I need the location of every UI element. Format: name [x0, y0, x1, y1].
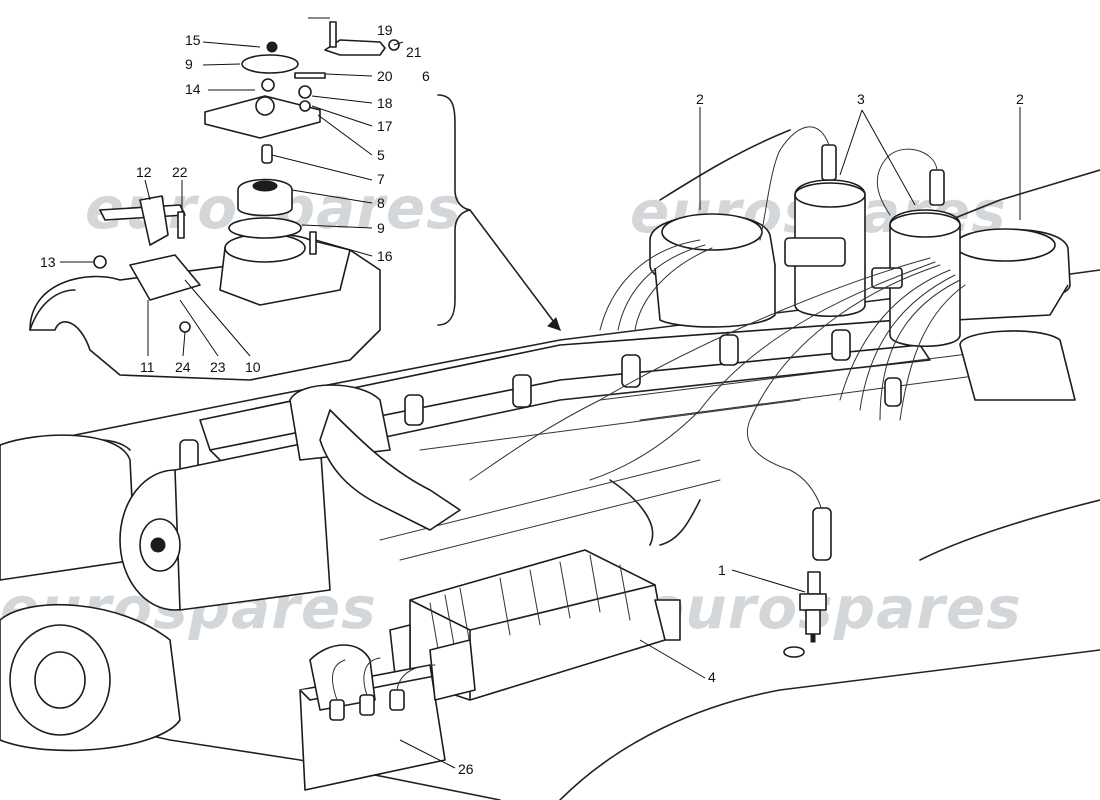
- callout-17: 16: [377, 248, 393, 264]
- callout-2-left: 2: [696, 91, 704, 107]
- alternator-assembly: [0, 384, 461, 752]
- callout-20: 19: [377, 22, 393, 38]
- callout-8: 8: [377, 195, 385, 211]
- callout-26: 26: [458, 761, 474, 777]
- callout-25: 24: [175, 359, 191, 375]
- callout-23: 22: [172, 164, 188, 180]
- callout-6: 6: [422, 68, 430, 84]
- callout-4: 4: [708, 669, 716, 685]
- callout-10: 9: [185, 56, 193, 72]
- callout-1: 1: [718, 562, 726, 578]
- spark-plug: [783, 507, 832, 658]
- callout-15: 14: [185, 81, 201, 97]
- watermark-bottom-right: eurospares: [645, 574, 1022, 642]
- callout-2-right: 2: [1016, 91, 1024, 107]
- ht-leads: [469, 126, 966, 521]
- callout-18: 17: [377, 118, 393, 134]
- callout-14: 13: [40, 254, 56, 270]
- callout-11: 10: [245, 359, 261, 375]
- callout-7: 7: [377, 171, 385, 187]
- leader-lines: [60, 17, 1021, 769]
- exploded-distributor-drive: [29, 21, 400, 381]
- callout-5: 5: [377, 147, 385, 163]
- callout-12: 11: [140, 359, 155, 375]
- callout-16: 15: [185, 32, 201, 48]
- callout-9: 9: [377, 220, 385, 236]
- terminal-strip: [299, 639, 476, 791]
- distributor-right: [944, 228, 1076, 401]
- callout-3: 3: [857, 91, 865, 107]
- callout-21: 20: [377, 68, 393, 84]
- callout-19: 18: [377, 95, 393, 111]
- callout-13: 12: [136, 164, 152, 180]
- callout-24: 23: [210, 359, 226, 375]
- grouping-brace: [437, 94, 561, 331]
- distributor-left: [649, 213, 776, 328]
- callout-labels: 15 9 14 19 21 20 18 17 5 7 8 9 16 6 12 2…: [40, 22, 1024, 777]
- callout-22: 21: [406, 44, 422, 60]
